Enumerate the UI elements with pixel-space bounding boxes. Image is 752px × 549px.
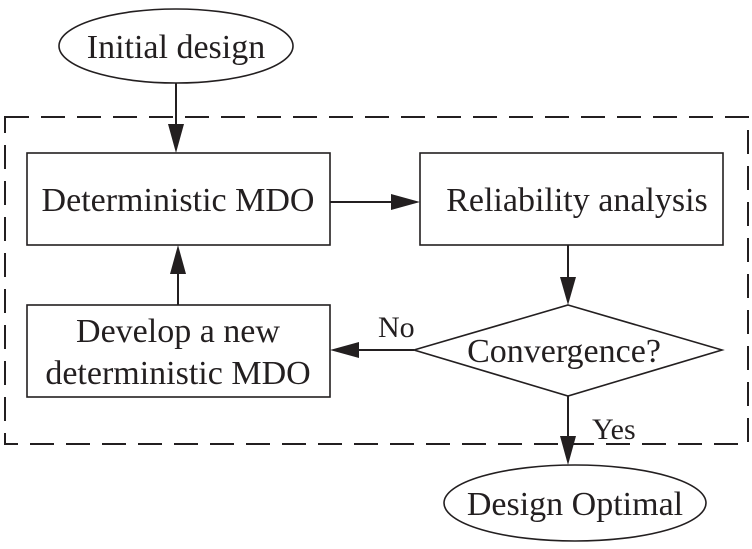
arrow-develop-to-mdo (170, 245, 186, 305)
convergence-label: Convergence? (467, 333, 661, 370)
node-reliability-analysis[interactable]: Reliability analysis (419, 152, 724, 246)
node-develop-new-mdo[interactable]: Develop a new deterministic MDO (26, 304, 331, 398)
node-deterministic-mdo[interactable]: Deterministic MDO (26, 152, 331, 246)
node-convergence[interactable]: Convergence? (411, 304, 725, 397)
develop-line2-label: deterministic MDO (45, 355, 310, 392)
no-label: No (378, 311, 415, 344)
node-initial-design[interactable]: Initial design (58, 8, 294, 84)
arrow-convergence-to-optimal (560, 396, 576, 465)
iteration-loop-boundary (4, 116, 749, 445)
arrow-mdo-to-reliability (330, 194, 420, 210)
node-design-optimal[interactable]: Design Optimal (443, 464, 707, 542)
deterministic-mdo-label: Deterministic MDO (42, 182, 315, 219)
arrow-reliability-to-convergence (560, 245, 576, 305)
yes-label: Yes (592, 413, 636, 446)
design-optimal-label: Design Optimal (467, 486, 683, 523)
initial-design-label: Initial design (87, 29, 265, 66)
develop-line1-label: Develop a new (76, 313, 280, 350)
arrow-convergence-to-develop (330, 342, 414, 358)
reliability-analysis-label: Reliability analysis (446, 182, 708, 219)
arrow-initial-to-mdo (168, 83, 184, 153)
